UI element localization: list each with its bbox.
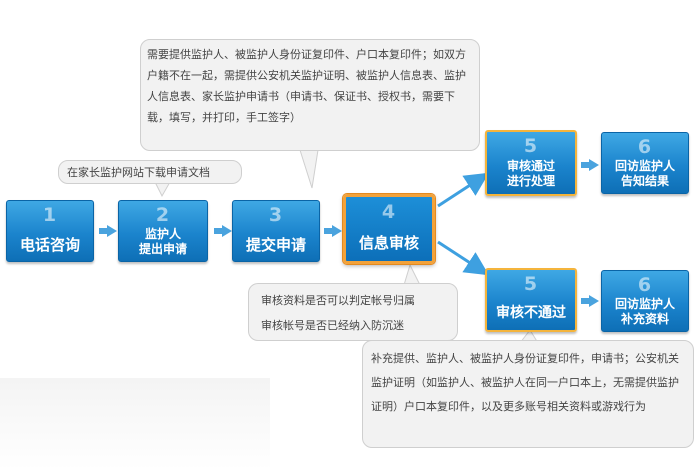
docs-callout-tail (299, 149, 319, 189)
step-number: 6 (637, 136, 653, 158)
step-number: 5 (523, 273, 539, 295)
step-5-rejected[interactable]: 5 审核不通过 (485, 268, 577, 332)
step-number: 5 (523, 135, 539, 157)
step-label-line-2: 提出申请 (138, 242, 187, 256)
branch-arrow-rejected (437, 240, 490, 276)
supplement-note: 补充提供、监护人、被监护人身份证复印件，申请书；公安机关监护证明（如监护人、被监… (362, 340, 694, 448)
step-label: 提交申请 (245, 236, 306, 254)
arrow-2-3 (214, 225, 232, 237)
review-note: 审核资料是否可以判定帐号归属 审核帐号是否已经纳入防沉迷 (248, 283, 458, 341)
step-label-line-1: 回访监护人 (614, 159, 675, 173)
step-label-line-2: 进行处理 (506, 174, 555, 188)
step-number: 6 (637, 274, 653, 296)
arrow-5-6-approved (581, 159, 599, 171)
step-number: 3 (268, 204, 284, 226)
download-note-text: 在家长监护网站下载申请文档 (67, 166, 210, 179)
step-1-phone-consult[interactable]: 1 电话咨询 (6, 200, 94, 262)
step-label: 审核不通过 (496, 305, 566, 321)
docs-note-text: 需要提供监护人、被监护人身份证复印件、户口本复印件；如双方户籍不在一起，需提供公… (147, 48, 466, 124)
review-callout-tail (403, 263, 421, 286)
branch-arrow-approved (437, 172, 490, 208)
review-note-line-2: 审核帐号是否已经纳入防沉迷 (261, 319, 404, 332)
step-2-guardian-apply[interactable]: 2 监护人 提出申请 (118, 200, 208, 262)
supplement-note-text: 补充提供、监护人、被监护人身份证复印件，申请书；公安机关监护证明（如监护人、被监… (371, 352, 679, 413)
step-6-notify-result[interactable]: 6 回访监护人 告知结果 (601, 132, 689, 194)
arrow-1-2 (99, 225, 117, 237)
step-label-line-1: 审核通过 (506, 159, 555, 173)
step-label-line-2: 补充资料 (620, 312, 669, 326)
download-note: 在家长监护网站下载申请文档 (58, 160, 242, 184)
docs-note: 需要提供监护人、被监护人身份证复印件、户口本复印件；如双方户籍不在一起，需提供公… (140, 39, 480, 151)
step-4-info-review[interactable]: 4 信息审核 (343, 194, 435, 264)
step-number: 4 (381, 201, 397, 223)
review-note-line-1: 审核资料是否可以判定帐号归属 (261, 294, 415, 307)
arrow-5-6-rejected (581, 295, 599, 307)
step-label-line-1: 监护人 (144, 227, 181, 241)
step-3-submit[interactable]: 3 提交申请 (232, 200, 320, 262)
arrow-3-4 (324, 225, 342, 237)
step-number: 2 (155, 204, 171, 226)
step-label: 电话咨询 (19, 236, 80, 254)
step-label-line-2: 告知结果 (620, 174, 669, 188)
download-callout-tail (154, 181, 171, 198)
step-number: 1 (42, 204, 58, 226)
step-label-line-1: 回访监护人 (614, 297, 675, 311)
step-5-approved[interactable]: 5 审核通过 进行处理 (485, 130, 577, 196)
step-6-supplement[interactable]: 6 回访监护人 补充资料 (601, 270, 689, 332)
step-label: 信息审核 (358, 234, 419, 252)
bottom-left-fade (0, 378, 270, 470)
